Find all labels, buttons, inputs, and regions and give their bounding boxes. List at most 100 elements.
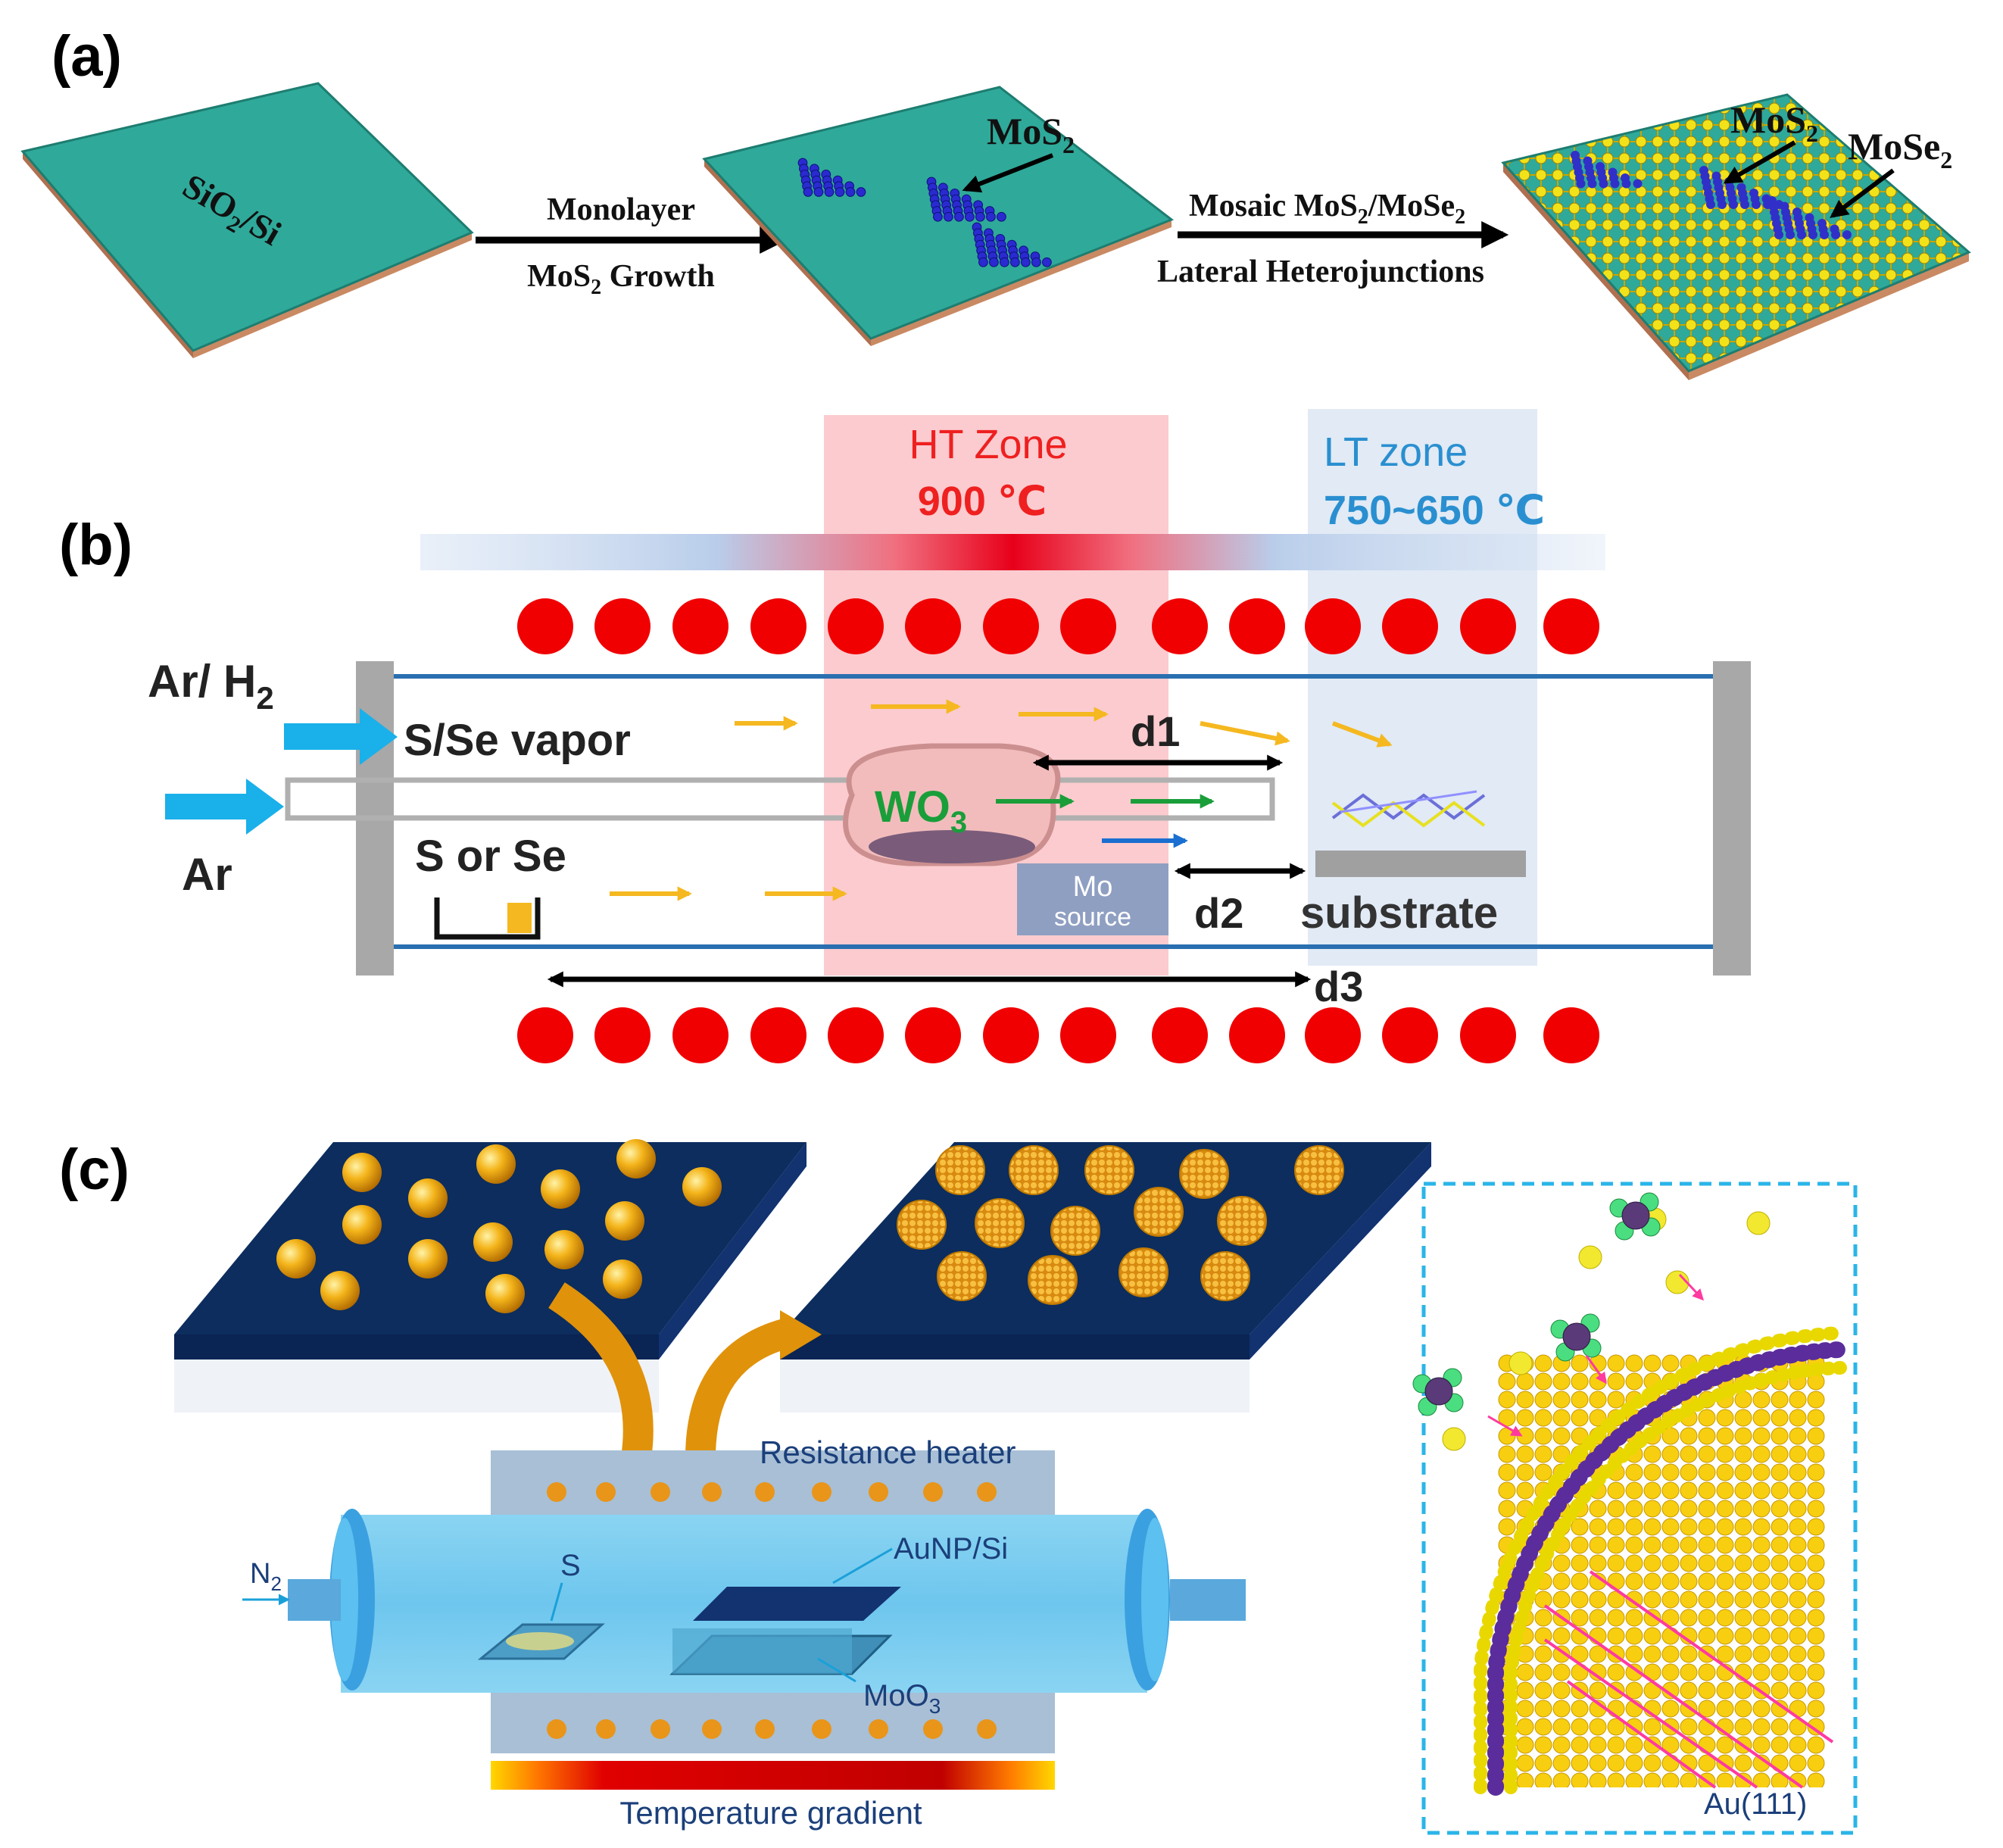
au-atom	[1552, 1409, 1571, 1427]
heater-coil	[1382, 598, 1438, 654]
panel-b-label: (b)	[59, 513, 133, 577]
au-atom	[1807, 1572, 1825, 1590]
inner-tube	[285, 777, 1275, 821]
au-atom	[1752, 1663, 1771, 1681]
panel-c-label: (c)	[59, 1138, 129, 1202]
au-atom	[1698, 1445, 1716, 1463]
au-atom	[1752, 1572, 1771, 1590]
sulfur-atom	[1442, 1427, 1466, 1451]
au-atom	[1752, 1391, 1771, 1409]
moo3-boat	[669, 1587, 901, 1675]
molecule-center	[1424, 1377, 1453, 1406]
au-atom	[1698, 1700, 1716, 1718]
au-atom	[1807, 1772, 1825, 1787]
au-atom	[1516, 1463, 1534, 1481]
au-atom	[1716, 1772, 1734, 1787]
heater-coil	[672, 598, 729, 654]
mos2-atom	[978, 257, 988, 267]
au-atom	[1734, 1590, 1752, 1609]
mo-source-label-1: Mo	[1073, 871, 1113, 903]
heterostructure-icon	[1331, 790, 1486, 828]
au-atom	[1498, 1445, 1516, 1463]
inlet-pipe	[288, 1579, 341, 1621]
au-atom	[1680, 1609, 1698, 1627]
au-atom	[1789, 1609, 1807, 1627]
au-atom	[1698, 1627, 1716, 1645]
heater-coil	[1460, 598, 1516, 654]
au-atom	[1752, 1590, 1771, 1609]
au-atom	[1771, 1518, 1789, 1536]
au-atom	[1716, 1572, 1734, 1590]
au-atom	[1571, 1354, 1589, 1372]
temperature-gradient-bar	[491, 1761, 1055, 1790]
au-atom	[1680, 1590, 1698, 1609]
wo3-powder	[869, 830, 1035, 863]
au-atom	[1498, 1463, 1516, 1481]
au-atom	[1680, 1463, 1698, 1481]
au-atom	[1552, 1736, 1571, 1754]
mos2-domain-atom	[1587, 179, 1597, 189]
au-atom	[1771, 1481, 1789, 1500]
au-atom	[1734, 1754, 1752, 1772]
au-atom	[1789, 1427, 1807, 1445]
au-atom	[1789, 1463, 1807, 1481]
au-atom	[1734, 1609, 1752, 1627]
au-atom	[1534, 1609, 1552, 1627]
au-atom	[1680, 1645, 1698, 1663]
heater-dot	[651, 1482, 670, 1502]
au-atom	[1771, 1463, 1789, 1481]
au-atom	[1552, 1590, 1571, 1609]
gold-nanoparticles	[276, 1139, 722, 1313]
au-atom	[1607, 1627, 1625, 1645]
gas2-label: Ar	[182, 849, 232, 900]
au-atom	[1571, 1572, 1589, 1590]
heater-dot	[547, 1482, 566, 1502]
au-atom	[1680, 1427, 1698, 1445]
source-boat	[434, 897, 541, 940]
au-atom	[1698, 1463, 1716, 1481]
au-atom	[1734, 1772, 1752, 1787]
mos2-atom	[824, 187, 835, 197]
au-atom	[1571, 1536, 1589, 1554]
au-atom	[1789, 1391, 1807, 1409]
tube-right-flange-inner	[1141, 1518, 1168, 1681]
au-atom	[1607, 1718, 1625, 1736]
au-atom	[1752, 1427, 1771, 1445]
tube-right-cap	[1713, 661, 1751, 976]
au-atom	[1534, 1718, 1552, 1736]
heater-coil	[1060, 1007, 1116, 1063]
arrow2-top-label: Mosaic MoS2/MoSe2	[1189, 189, 1465, 229]
mos2-atom	[989, 257, 999, 267]
sulfurized-nanoparticle	[1179, 1149, 1229, 1199]
au-atom	[1643, 1500, 1661, 1518]
vapor-flow-arrows	[610, 699, 1393, 901]
mos2-atom	[856, 187, 866, 197]
au-atom	[1625, 1663, 1643, 1681]
au-atom	[1752, 1736, 1771, 1754]
sulfurized-nanoparticle	[1050, 1206, 1100, 1256]
au-atom	[1716, 1445, 1734, 1463]
au-atom	[1571, 1554, 1589, 1572]
mos2-domain-atom	[1610, 179, 1620, 189]
heater-dot	[651, 1719, 670, 1739]
heater-dot	[702, 1482, 722, 1502]
au-atom	[1607, 1391, 1625, 1409]
mos2-domain-atom	[1576, 179, 1586, 189]
sulfurized-nanoparticle	[1084, 1145, 1134, 1195]
au-atom	[1516, 1700, 1534, 1718]
au-atom	[1807, 1518, 1825, 1536]
heater-row-top	[517, 598, 1599, 654]
mos2-atom	[1010, 257, 1020, 267]
au-atom	[1661, 1645, 1680, 1663]
au-atom	[1534, 1463, 1552, 1481]
au-atom	[1734, 1627, 1752, 1645]
au-atom	[1607, 1609, 1625, 1627]
mos2-domain-atom	[1706, 200, 1715, 209]
au-atom	[1571, 1590, 1589, 1609]
au-atom	[1734, 1645, 1752, 1663]
gold-nanoparticle	[485, 1274, 525, 1313]
au-atom	[1643, 1627, 1661, 1645]
au-atom	[1534, 1409, 1552, 1427]
au-atom	[1734, 1681, 1752, 1700]
au-atom	[1807, 1445, 1825, 1463]
